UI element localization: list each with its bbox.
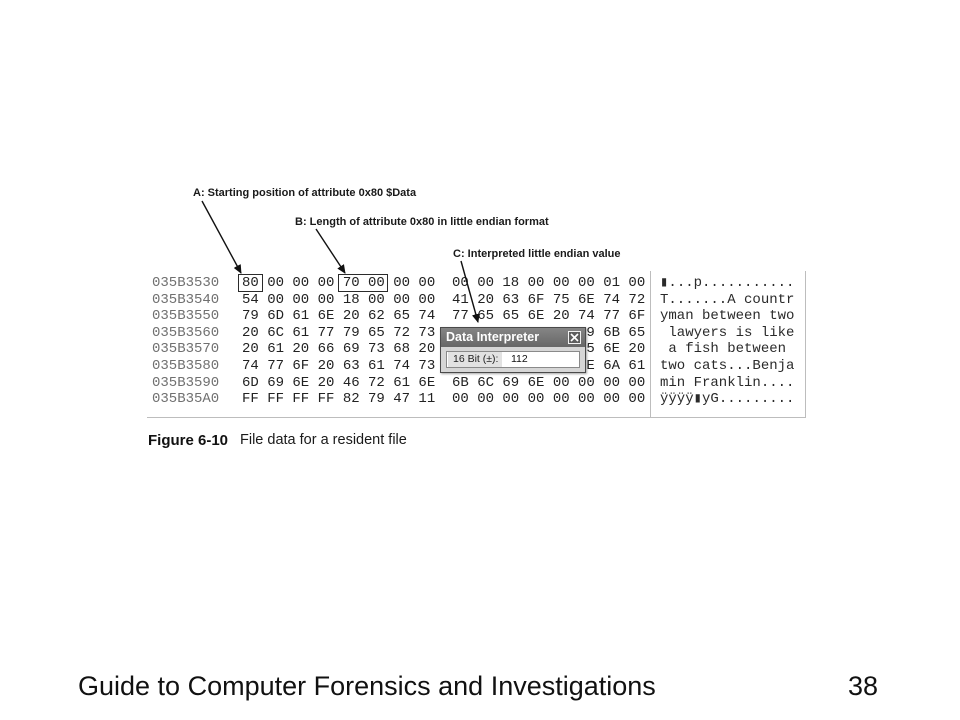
row-offset: 035B3570 bbox=[152, 341, 220, 358]
row-ascii-text: yman between two bbox=[660, 308, 795, 325]
interpreter-type-label: 16 Bit (±): bbox=[448, 352, 503, 367]
hex-row: 035B3590 6D 69 6E 20 46 72 61 6E 6B 6C 6… bbox=[0, 375, 960, 392]
row-offset: 035B3560 bbox=[152, 324, 220, 341]
row-hex-bytes-right: 77 65 65 6E 20 74 77 6F bbox=[452, 308, 646, 325]
data-interpreter-panel: Data Interpreter 16 Bit (±): 112 bbox=[440, 327, 586, 373]
hex-row: 035B3550 79 6D 61 6E 20 62 65 74 77 65 6… bbox=[0, 308, 960, 325]
row-hex-bytes-left: 20 61 20 66 69 73 68 20 bbox=[242, 341, 436, 358]
hex-row: 035B3570 20 61 20 66 69 73 68 20 5 6E 20… bbox=[0, 341, 960, 358]
row-hex-bytes-left: 20 6C 61 77 79 65 72 73 bbox=[242, 324, 436, 341]
annotation-c-label: C: Interpreted little endian value bbox=[453, 248, 621, 260]
page-number: 38 bbox=[848, 671, 879, 701]
row-ascii-text: ÿÿÿÿ▮yG......... bbox=[660, 391, 795, 408]
row-hex-bytes-right: 00 00 18 00 00 00 01 00 bbox=[452, 275, 646, 291]
hex-row: 035B3530 80 00 00 00 70 00 00 00 00 00 1… bbox=[0, 275, 960, 292]
row-hex-bytes-right: E 6A 61 bbox=[586, 358, 646, 374]
footer-title: Guide to Computer Forensics and Investig… bbox=[78, 671, 656, 701]
row-hex-bytes-right: 6B 6C 69 6E 00 00 00 00 bbox=[452, 374, 646, 391]
close-button[interactable] bbox=[568, 331, 581, 344]
row-hex-bytes-left: 6D 69 6E 20 46 72 61 6E bbox=[242, 374, 436, 391]
attribute-length-highlight bbox=[338, 274, 388, 292]
row-ascii-text: min Franklin.... bbox=[660, 374, 795, 391]
arrow-b bbox=[315, 228, 346, 274]
row-ascii-text: two cats...Benja bbox=[660, 358, 795, 374]
row-offset: 035B3550 bbox=[152, 308, 220, 325]
hex-row: 035B35A0 FF FF FF FF 82 79 47 11 00 00 0… bbox=[0, 391, 960, 408]
row-offset: 035B3540 bbox=[152, 291, 220, 308]
figure-right-border bbox=[805, 271, 806, 418]
row-hex-bytes-left: 54 00 00 00 18 00 00 00 bbox=[242, 291, 436, 308]
arrow-a bbox=[201, 200, 242, 274]
row-ascii-text: lawyers is like bbox=[660, 324, 795, 341]
row-ascii-text: ▮...p........... bbox=[660, 275, 795, 291]
row-hex-bytes-left: FF FF FF FF 82 79 47 11 bbox=[242, 391, 436, 408]
row-offset: 035B3530 bbox=[152, 275, 220, 291]
figure-caption: File data for a resident file bbox=[240, 432, 407, 448]
attribute-start-highlight bbox=[238, 274, 263, 292]
interpreter-value: 112 bbox=[511, 353, 528, 365]
interpreter-value-field[interactable]: 16 Bit (±): 112 bbox=[446, 351, 580, 368]
row-ascii-text: a fish between bbox=[660, 341, 795, 358]
row-ascii-text: T.......A countr bbox=[660, 291, 795, 308]
row-offset: 035B3580 bbox=[152, 358, 220, 374]
row-hex-bytes-right: 41 20 63 6F 75 6E 74 72 bbox=[452, 291, 646, 308]
data-interpreter-title-bar[interactable]: Data Interpreter bbox=[441, 328, 585, 347]
hex-row: 035B3560 20 6C 61 77 79 65 72 73 9 6B 65… bbox=[0, 325, 960, 342]
figure-bottom-border bbox=[147, 417, 806, 418]
hex-row: 035B3580 74 77 6F 20 63 61 74 73 E 6A 61… bbox=[0, 358, 960, 375]
row-hex-bytes-right: 9 6B 65 bbox=[586, 324, 646, 341]
data-interpreter-title: Data Interpreter bbox=[446, 330, 540, 344]
pane-separator bbox=[650, 271, 651, 417]
annotation-a-label: A: Starting position of attribute 0x80 $… bbox=[193, 187, 417, 199]
hex-row: 035B3540 54 00 00 00 18 00 00 00 41 20 6… bbox=[0, 292, 960, 309]
row-hex-bytes-left: 80 00 00 00 70 00 00 00 bbox=[242, 275, 436, 291]
annotation-b-label: B: Length of attribute 0x80 in little en… bbox=[295, 216, 549, 228]
row-hex-bytes-right: 5 6E 20 bbox=[586, 341, 646, 358]
figure-number: Figure 6-10 bbox=[148, 432, 229, 449]
row-hex-bytes-left: 74 77 6F 20 63 61 74 73 bbox=[242, 358, 436, 374]
row-offset: 035B3590 bbox=[152, 374, 220, 391]
row-hex-bytes-right: 00 00 00 00 00 00 00 00 bbox=[452, 391, 646, 408]
row-hex-bytes-left: 79 6D 61 6E 20 62 65 74 bbox=[242, 308, 436, 325]
row-offset: 035B35A0 bbox=[152, 391, 220, 408]
